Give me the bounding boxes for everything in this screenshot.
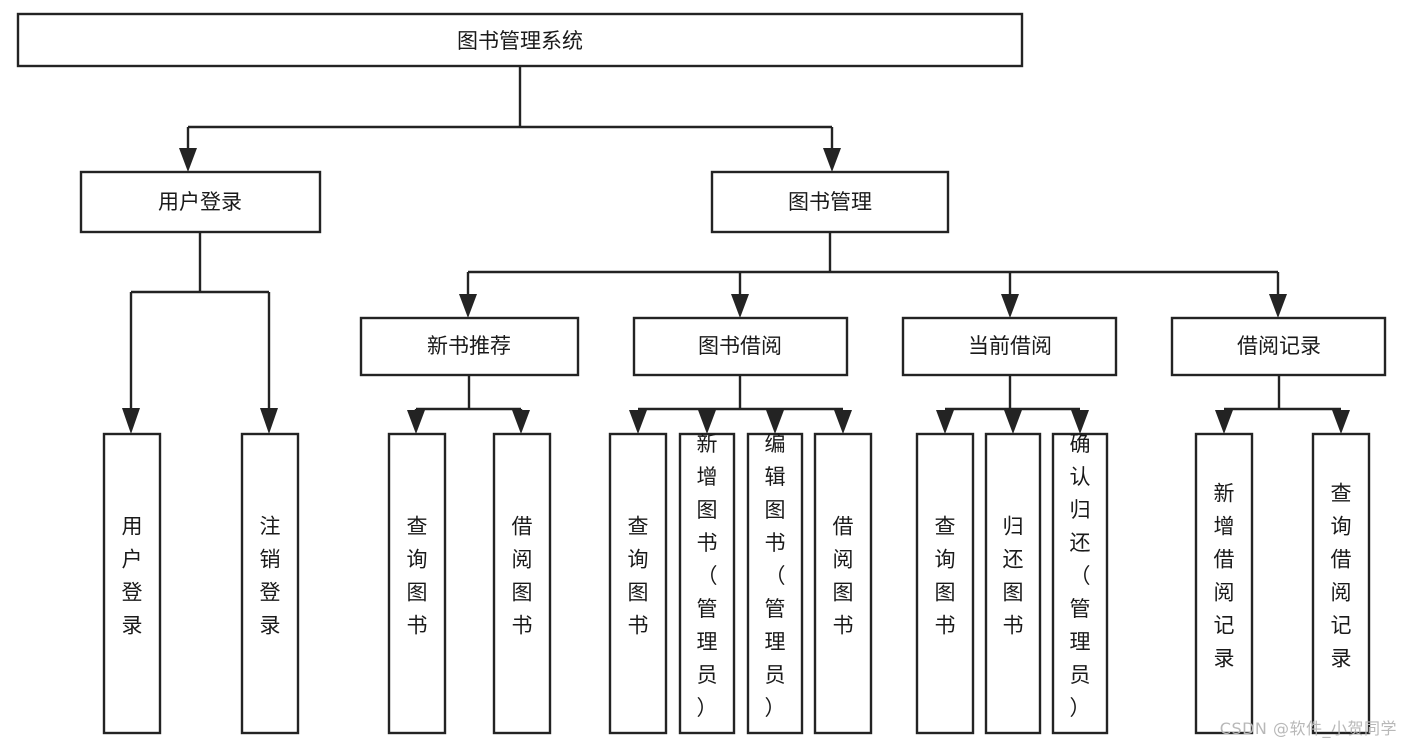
leaf-confirm-return-box[interactable] [1051,432,1109,735]
node-current-borrow[interactable]: 当前借阅 [901,316,1118,377]
arrow-head-leaf-query-book-1 [407,410,425,434]
node-book-borrow-box[interactable] [632,316,849,377]
leaf-confirm-return-label: 确认归还（管理员） [1070,432,1091,720]
node-current-borrow-box[interactable] [901,316,1118,377]
leaf-add-record-label: 新增借阅记录 [1214,482,1235,671]
leaf-query-record-box[interactable] [1311,432,1371,735]
leaf-query-book-2-label: 查询图书 [628,515,649,638]
leaf-borrow-book-1-box[interactable] [492,432,552,735]
arrow-head-leaf-query-book-3 [936,410,954,434]
node-user-login[interactable]: 用户登录 [79,170,322,234]
node-book-borrow-label: 图书借阅 [698,334,782,358]
leaf-logout-box[interactable] [240,432,300,735]
leaf-return-book-label: 归还图书 [1003,515,1024,638]
node-new-book-recommend[interactable]: 新书推荐 [359,316,580,377]
arrow-head-leaf-borrow-book-2 [834,410,852,434]
node-root[interactable]: 图书管理系统 [16,12,1024,68]
node-root-box[interactable] [16,12,1024,68]
leaf-return-book-box[interactable] [984,432,1042,735]
leaf-query-book-2[interactable]: 查询图书 [608,432,668,735]
leaf-query-record-label: 查询借阅记录 [1331,482,1352,671]
node-borrow-record-box[interactable] [1170,316,1387,377]
leaf-query-book-1[interactable]: 查询图书 [387,432,447,735]
arrow-head-user-login [179,148,197,172]
leaf-add-record[interactable]: 新增借阅记录 [1194,432,1254,735]
node-book-manage[interactable]: 图书管理 [710,170,950,234]
node-book-borrow[interactable]: 图书借阅 [632,316,849,377]
leaf-borrow-book-2-label: 借阅图书 [833,515,854,638]
leaf-edit-book-box[interactable] [746,432,804,735]
leaf-add-book-box[interactable] [678,432,736,735]
arrow-head-leaf-query-book-2 [629,410,647,434]
node-book-manage-box[interactable] [710,170,950,234]
leaf-borrow-book-2[interactable]: 借阅图书 [813,432,873,735]
arrow-head-leaf-add-record [1215,410,1233,434]
leaf-query-book-1-box[interactable] [387,432,447,735]
leaf-add-record-box[interactable] [1194,432,1254,735]
leaf-add-book-label: 新增图书（管理员） [697,432,718,720]
node-book-manage-label: 图书管理 [788,190,872,214]
node-new-book-recommend-box[interactable] [359,316,580,377]
node-user-login-box[interactable] [79,170,322,234]
node-borrow-record[interactable]: 借阅记录 [1170,316,1387,377]
leaf-confirm-return[interactable]: 确认归还（管理员） [1051,432,1109,735]
arrow-head-leaf-confirm-return [1071,410,1089,434]
arrow-head-new-book-rec [459,294,477,318]
leaf-borrow-book-2-box[interactable] [813,432,873,735]
leaf-edit-book-label: 编辑图书（管理员） [765,432,786,720]
leaf-logout-label: 注销登录 [260,515,281,638]
leaf-borrow-book-1-label: 借阅图书 [512,515,533,638]
node-root-label: 图书管理系统 [457,29,583,53]
node-user-login-label: 用户登录 [158,190,242,214]
leaf-query-book-3-box[interactable] [915,432,975,735]
arrow-head-current-borrow [1001,294,1019,318]
leaf-add-book[interactable]: 新增图书（管理员） [678,432,736,735]
leaf-user-login-box[interactable] [102,432,162,735]
arrow-head-leaf-add-book [698,410,716,434]
leaf-query-book-1-label: 查询图书 [407,515,428,638]
arrow-head-book-manage [823,148,841,172]
leaf-user-login[interactable]: 用户登录 [102,432,162,735]
leaf-edit-book[interactable]: 编辑图书（管理员） [746,432,804,735]
leaf-query-book-3[interactable]: 查询图书 [915,432,975,735]
arrow-head-book-borrow [731,294,749,318]
arrow-head-leaf-query-record [1332,410,1350,434]
arrow-head-leaf-edit-book [766,410,784,434]
node-borrow-record-label: 借阅记录 [1237,334,1321,358]
leaf-user-login-label: 用户登录 [122,515,143,638]
watermark-text: CSDN @软件_小贺同学 [1219,719,1397,738]
arrow-head-leaf-user-login [122,408,140,434]
arrow-head-borrow-record [1269,294,1287,318]
arrow-head-leaf-borrow-book-1 [512,410,530,434]
leaf-query-book-3-label: 查询图书 [935,515,956,638]
leaf-borrow-book-1[interactable]: 借阅图书 [492,432,552,735]
arrow-head-leaf-return-book [1004,410,1022,434]
connector-layer [122,66,1350,434]
node-current-borrow-label: 当前借阅 [968,334,1052,358]
leaf-return-book[interactable]: 归还图书 [984,432,1042,735]
leaf-query-book-2-box[interactable] [608,432,668,735]
leaf-query-record[interactable]: 查询借阅记录 [1311,432,1371,735]
arrow-head-leaf-logout [260,408,278,434]
leaf-logout[interactable]: 注销登录 [240,432,300,735]
node-new-book-recommend-label: 新书推荐 [427,334,511,358]
